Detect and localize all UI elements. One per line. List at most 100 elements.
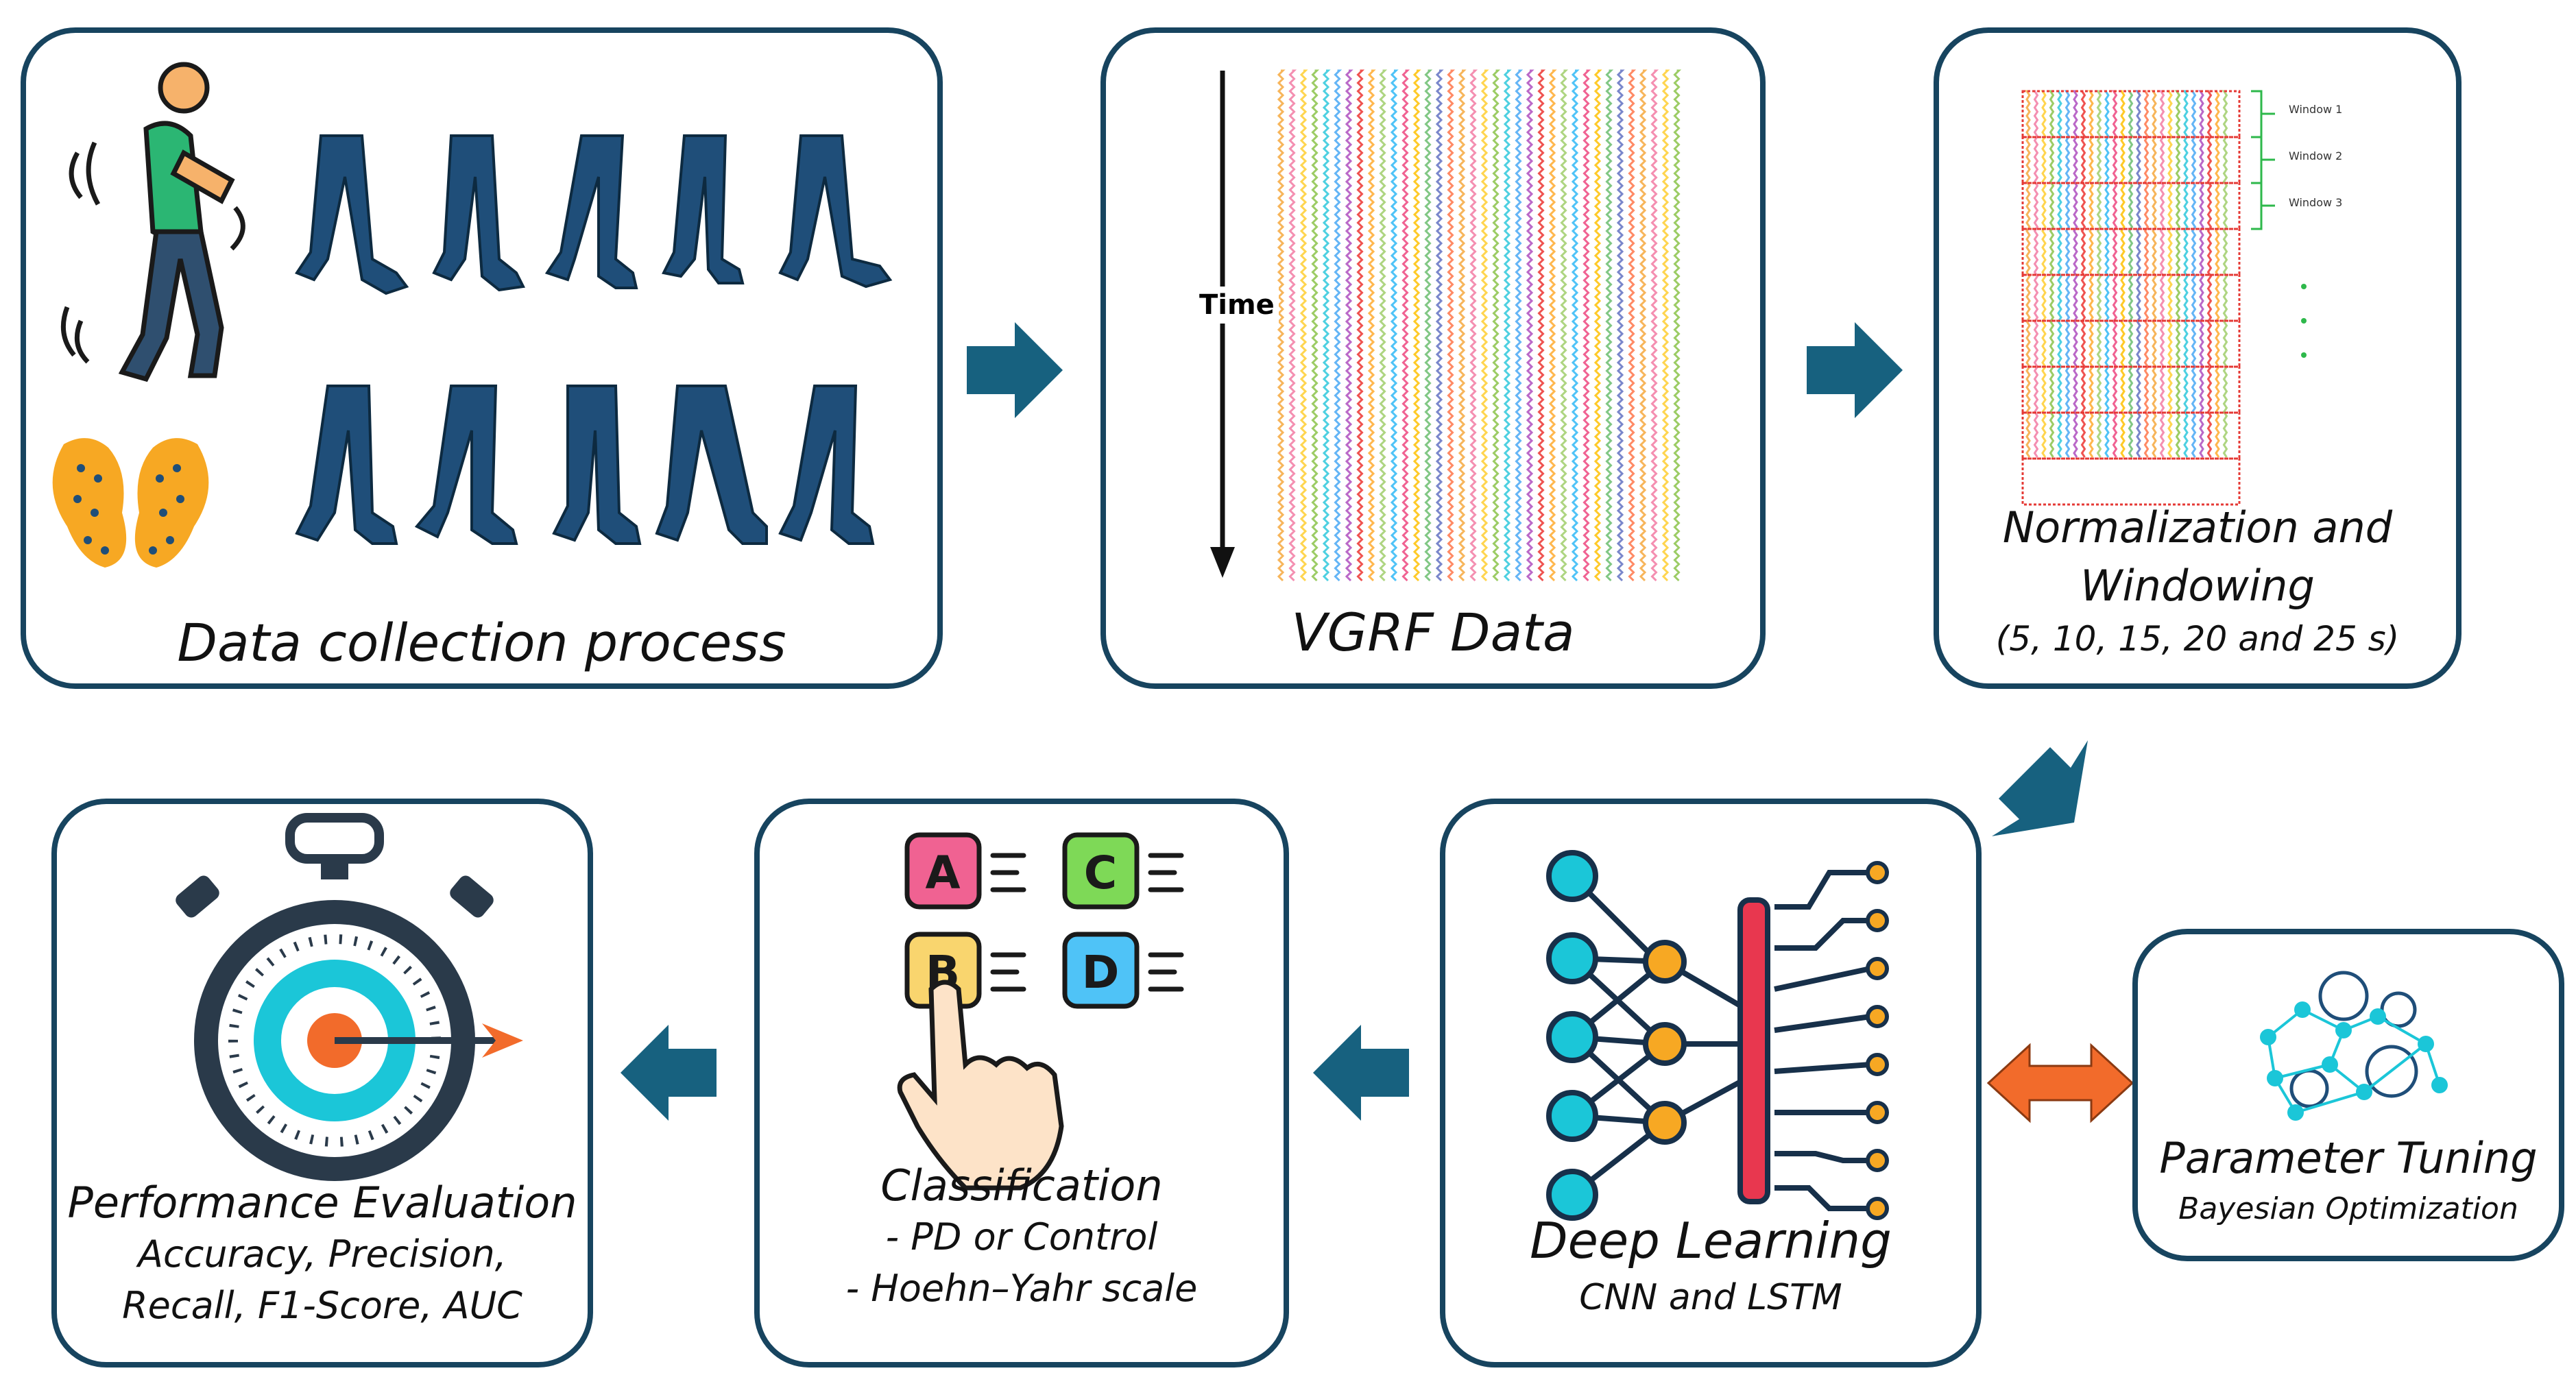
vgrf-signal-line bbox=[1537, 69, 1546, 582]
window-signal-line bbox=[2222, 90, 2228, 458]
vgrf-signal-line bbox=[1480, 69, 1489, 582]
vgrf-signal-line bbox=[1571, 69, 1580, 582]
classification-icon: A C B D bbox=[897, 832, 1184, 1191]
flow-arrow-3-icon bbox=[1992, 740, 2088, 836]
stopwatch-target-icon bbox=[176, 813, 523, 1181]
window-signal-line bbox=[2174, 90, 2181, 458]
data-collection-title: Data collection process bbox=[177, 612, 786, 673]
window-signal-line bbox=[2041, 90, 2047, 458]
vgrf-signal-line bbox=[1526, 69, 1534, 582]
performance-title: Performance Evaluation bbox=[67, 1178, 577, 1228]
vgrf-signal-line bbox=[1334, 69, 1343, 582]
classification-item-2: - Hoehn–Yahr scale bbox=[845, 1267, 1198, 1310]
window-signal-line bbox=[2025, 90, 2031, 458]
window-signal-line bbox=[2119, 90, 2126, 458]
bayesian-network-icon bbox=[2260, 971, 2448, 1121]
window-signal-line bbox=[2206, 90, 2213, 458]
vgrf-signal-plot bbox=[1210, 69, 1682, 582]
performance-metrics-line-1: Accuracy, Precision, bbox=[138, 1232, 507, 1276]
continuation-dot bbox=[2301, 284, 2307, 289]
window-signal-line bbox=[2072, 90, 2078, 458]
vgrf-time-label: Time bbox=[1195, 287, 1279, 324]
vgrf-signal-line bbox=[1356, 69, 1365, 582]
vgrf-signal-line bbox=[1458, 69, 1467, 582]
walking-person-icon bbox=[60, 62, 245, 382]
letter-a: A bbox=[925, 847, 960, 899]
vgrf-signal-line bbox=[1515, 69, 1524, 582]
window-segment bbox=[2021, 457, 2241, 506]
vgrf-signal-line bbox=[1424, 69, 1433, 582]
window-signal-line bbox=[2080, 90, 2086, 458]
vgrf-signal-line bbox=[1288, 69, 1297, 582]
vgrf-signal-line bbox=[1650, 69, 1659, 582]
window-signal-line bbox=[2143, 90, 2150, 458]
vgrf-signal-line bbox=[1639, 69, 1648, 582]
window-signal-line bbox=[2056, 90, 2062, 458]
window-signal-line bbox=[2190, 90, 2197, 458]
neural-network-icon bbox=[1546, 850, 1889, 1221]
window-signal-line bbox=[2167, 90, 2173, 458]
vgrf-data-box: Time VGRF Data bbox=[1100, 27, 1766, 689]
flow-arrow-5-icon bbox=[621, 1025, 717, 1121]
window-signal-line bbox=[2111, 90, 2118, 458]
window-signal-line bbox=[2088, 90, 2094, 458]
continuation-dot bbox=[2301, 318, 2307, 324]
vgrf-signal-line bbox=[1435, 69, 1444, 582]
window-label-3: Window 3 bbox=[2289, 196, 2343, 209]
vgrf-signal-line bbox=[1311, 69, 1320, 582]
window-signal-line bbox=[2158, 90, 2165, 458]
window-signal-line bbox=[2214, 90, 2220, 458]
window-signal-line bbox=[2064, 90, 2071, 458]
vgrf-signal-line bbox=[1367, 69, 1376, 582]
window-signal-line bbox=[2182, 90, 2189, 458]
letter-d: D bbox=[1082, 946, 1120, 999]
vgrf-signal-line bbox=[1379, 69, 1388, 582]
vgrf-signal-line bbox=[1299, 69, 1308, 582]
vgrf-signal-line bbox=[1469, 69, 1478, 582]
windowed-signal-plot bbox=[2021, 90, 2307, 506]
flow-arrow-2-icon bbox=[1807, 322, 1903, 418]
vgrf-signal-line bbox=[1661, 69, 1670, 582]
parameter-tuning-title: Parameter Tuning bbox=[2159, 1133, 2538, 1183]
window-signal-line bbox=[2198, 90, 2204, 458]
vgrf-signal-line bbox=[1447, 69, 1456, 582]
letter-c: C bbox=[1084, 847, 1117, 899]
vgrf-signal-line bbox=[1322, 69, 1331, 582]
vgrf-signal-line bbox=[1277, 69, 1286, 582]
performance-evaluation-box: Performance Evaluation Accuracy, Precisi… bbox=[51, 799, 593, 1367]
classification-box: A C B D Classification - PD or Control -… bbox=[754, 799, 1289, 1367]
deep-learning-box: Deep Learning CNN and LSTM bbox=[1440, 799, 1982, 1367]
vgrf-signal-line bbox=[1593, 69, 1602, 582]
window-label-1: Window 1 bbox=[2289, 103, 2343, 116]
vgrf-signal-line bbox=[1492, 69, 1501, 582]
windowing-title-line-1: Normalization and bbox=[2002, 502, 2393, 552]
window-signal-line bbox=[2032, 90, 2039, 458]
pointing-hand-icon bbox=[897, 980, 1064, 1191]
vgrf-title: VGRF Data bbox=[1291, 602, 1575, 663]
performance-metrics-line-2: Recall, F1-Score, AUC bbox=[122, 1284, 522, 1327]
window-signal-line bbox=[2127, 90, 2134, 458]
window-signal-line bbox=[2135, 90, 2141, 458]
vgrf-signal-line bbox=[1582, 69, 1591, 582]
pressure-insole-icon bbox=[52, 438, 209, 568]
vgrf-signal-line bbox=[1503, 69, 1512, 582]
window-bracket bbox=[2251, 136, 2275, 184]
vgrf-signal-line bbox=[1548, 69, 1557, 582]
windowing-box: Window 1 Window 2 Window 3 Normalization… bbox=[1934, 27, 2461, 689]
vgrf-signal-line bbox=[1401, 69, 1410, 582]
deep-learning-title: Deep Learning bbox=[1530, 1212, 1892, 1269]
window-signal-line bbox=[2104, 90, 2110, 458]
time-arrow-icon bbox=[1210, 547, 1235, 578]
parameter-tuning-subtitle: Bayesian Optimization bbox=[2178, 1191, 2518, 1226]
vgrf-signal-line bbox=[1390, 69, 1399, 582]
windowing-subtitle: (5, 10, 15, 20 and 25 s) bbox=[1995, 619, 2400, 659]
classification-item-1: - PD or Control bbox=[885, 1215, 1158, 1259]
vgrf-signal-line bbox=[1616, 69, 1625, 582]
window-bracket bbox=[2251, 182, 2275, 230]
flow-arrow-4-icon bbox=[1313, 1025, 1409, 1121]
window-bracket bbox=[2251, 90, 2275, 138]
window-signal-line bbox=[2151, 90, 2157, 458]
continuation-dot bbox=[2301, 352, 2307, 358]
parameter-tuning-box: Parameter Tuning Bayesian Optimization bbox=[2132, 929, 2564, 1261]
classification-title: Classification bbox=[880, 1160, 1163, 1211]
